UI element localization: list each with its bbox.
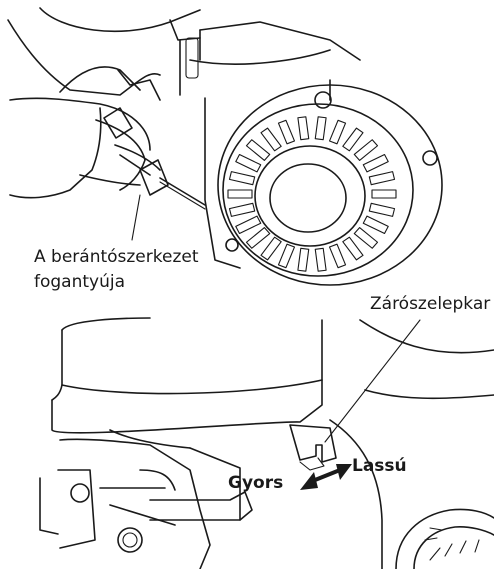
fast-label: Gyors bbox=[228, 472, 283, 495]
slow-label: Lassú bbox=[352, 455, 407, 478]
starter-handle-label-cont: fogantyúja bbox=[34, 271, 125, 294]
starter-handle-label: A berántószerkezet bbox=[34, 246, 199, 269]
fan-cover-partial bbox=[396, 509, 494, 569]
choke-lever bbox=[290, 425, 336, 470]
choke-lever-label: Zárószelepkar bbox=[370, 293, 490, 316]
